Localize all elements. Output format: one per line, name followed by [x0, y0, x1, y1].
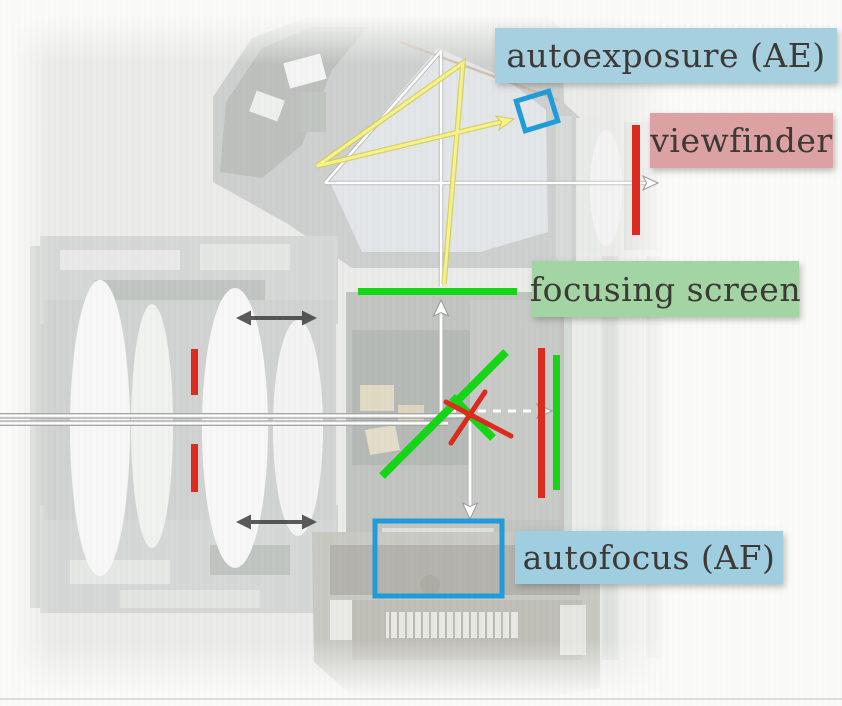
optical-axis-line-upper: [0, 413, 471, 419]
camera-cutaway-photo: [8, 14, 672, 698]
red-x-stroke-2: [443, 399, 514, 439]
film-plane-green-bar: [553, 355, 560, 490]
ae-light-path-arrow-icon: [494, 115, 516, 131]
label-focusing-screen: focusing screen: [530, 261, 801, 317]
viewfinder-red-bar: [632, 125, 640, 235]
annotations: [0, 49, 660, 599]
af-down-arrow-icon: [461, 501, 479, 521]
arrow-left-icon: [236, 514, 251, 530]
arrow-right-icon: [302, 310, 317, 326]
slide-bottom-edge: [0, 698, 842, 700]
label-viewfinder: viewfinder: [650, 113, 833, 168]
optical-axis-line-lower: [0, 420, 448, 426]
ae-light-path: [316, 59, 506, 285]
lens-red-mark-lower: [191, 444, 198, 492]
lens-red-mark-upper: [191, 349, 198, 395]
focusing-screen-bar: [358, 288, 517, 295]
main-mirror-line: [379, 349, 509, 479]
focusing-screen-up-arrow-icon: [432, 298, 450, 318]
film-plane-red-bar: [538, 348, 545, 498]
ae-sensor-box: [513, 88, 561, 134]
arrow-right-icon: [302, 514, 317, 530]
lens-motion-arrow-upper: [236, 310, 317, 326]
label-autoexposure: autoexposure (AE): [495, 28, 837, 83]
af-module-box: [372, 518, 505, 599]
label-autofocus: autofocus (AF): [515, 531, 783, 584]
lens-motion-arrow-lower: [236, 514, 317, 530]
arrow-left-icon: [236, 310, 251, 326]
red-x-stroke-1: [448, 389, 488, 446]
viewfinder-axis-arrow-icon: [641, 174, 660, 192]
